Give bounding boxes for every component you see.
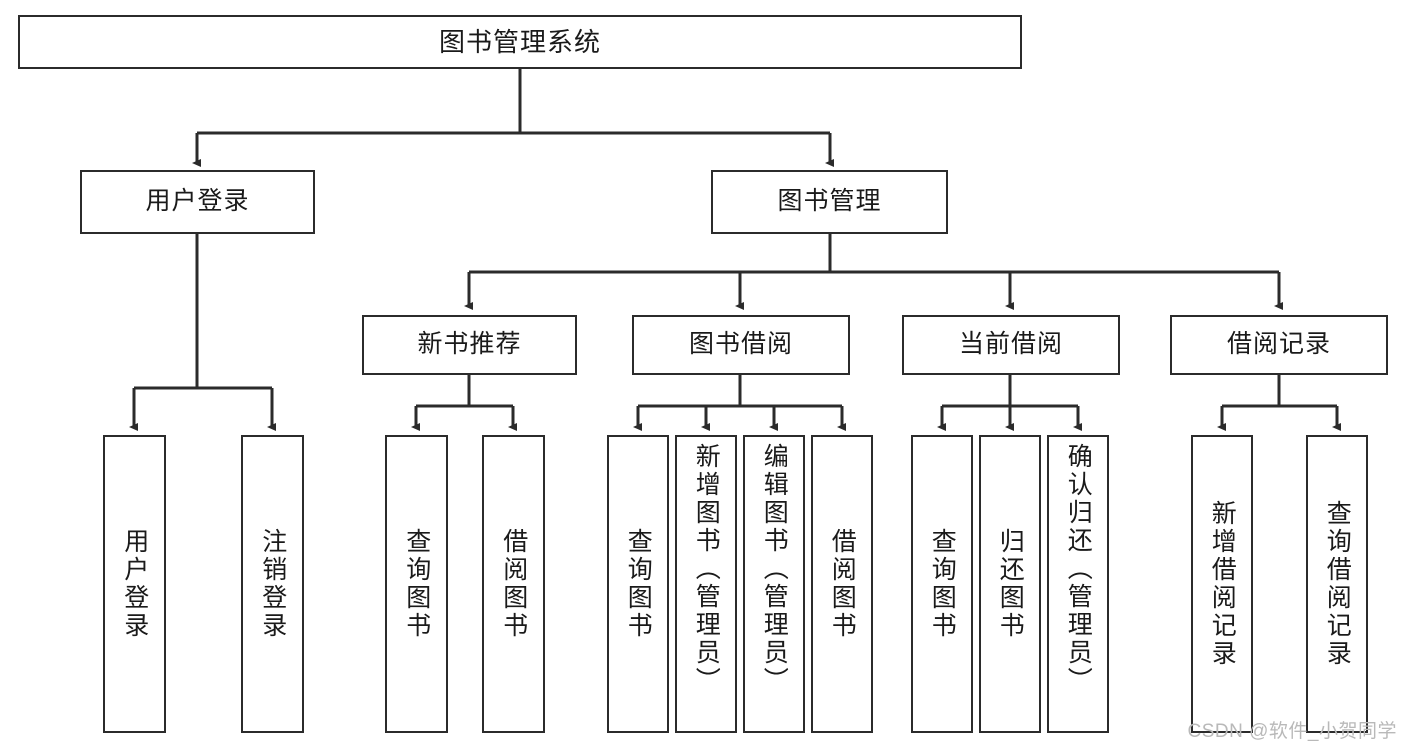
node-new-book-recommend[interactable]: 新书推荐 [362, 315, 577, 375]
leaf-borrow-borrow-book[interactable]: 借阅图书 [811, 435, 873, 733]
node-current-borrow[interactable]: 当前借阅 [902, 315, 1120, 375]
node-root-system[interactable]: 图书管理系统 [18, 15, 1022, 69]
leaf-user-login-logout[interactable]: 注销登录 [241, 435, 304, 733]
leaf-new-book-borrow[interactable]: 借阅图书 [482, 435, 545, 733]
leaf-borrow-add-book-admin[interactable]: 新增图书（管理员） [675, 435, 737, 733]
leaf-user-login-login[interactable]: 用户登录 [103, 435, 166, 733]
leaf-current-return-book[interactable]: 归还图书 [979, 435, 1041, 733]
node-book-borrow[interactable]: 图书借阅 [632, 315, 850, 375]
node-borrow-record[interactable]: 借阅记录 [1170, 315, 1388, 375]
node-book-management[interactable]: 图书管理 [711, 170, 948, 234]
leaf-borrow-query-book[interactable]: 查询图书 [607, 435, 669, 733]
leaf-current-confirm-return-admin[interactable]: 确认归还（管理员） [1047, 435, 1109, 733]
leaf-borrow-edit-book-admin[interactable]: 编辑图书（管理员） [743, 435, 805, 733]
leaf-record-query-record[interactable]: 查询借阅记录 [1306, 435, 1368, 733]
node-user-login[interactable]: 用户登录 [80, 170, 315, 234]
leaf-current-query-book[interactable]: 查询图书 [911, 435, 973, 733]
leaf-record-add-record[interactable]: 新增借阅记录 [1191, 435, 1253, 733]
leaf-new-book-query[interactable]: 查询图书 [385, 435, 448, 733]
